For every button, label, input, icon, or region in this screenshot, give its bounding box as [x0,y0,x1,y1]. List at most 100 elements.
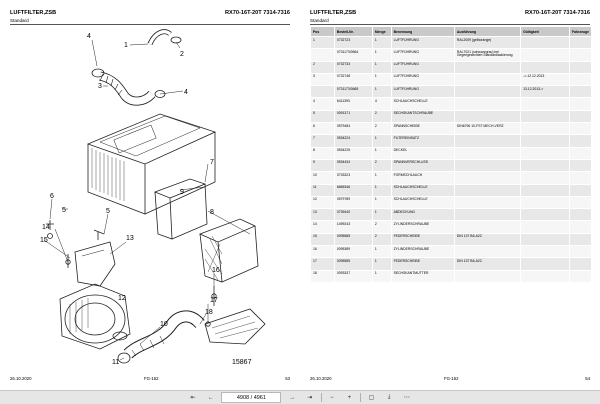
svg-text:14: 14 [42,224,50,231]
table-cell [520,60,571,74]
table-cell: 0091371 [333,109,373,124]
last-page-icon[interactable]: ⇥ [307,395,313,401]
table-cell [520,97,571,111]
table-cell: ->-12.12.2013 [520,72,571,87]
table-cell [453,97,522,111]
table-cell: 0093337 [333,269,373,283]
table-cell: ZYLINDERSCHRAUBE [390,220,455,234]
table-cell [520,269,571,283]
table-cell [453,146,522,160]
svg-text:17: 17 [210,297,218,304]
table-cell [453,220,522,234]
svg-text:8: 8 [210,209,214,216]
zoom-out-icon[interactable]: − [330,394,334,401]
table-cell: 1 [371,85,392,99]
table-cell: 4 [310,97,335,111]
svg-text:3: 3 [98,83,102,90]
table-cell [569,269,592,283]
table-cell [569,35,592,50]
table-cell: SPANNVERSCHLUSS [390,158,455,173]
svg-text:16: 16 [212,267,220,274]
table-cell: 0733323 [333,171,373,185]
table-cell: FEDERSCHEIBE [390,257,455,271]
previous-page-icon[interactable]: ← [207,394,214,401]
next-page-icon[interactable]: → [289,394,296,401]
table-cell: RAL2009 (gelborange) [453,35,522,50]
table-cell: SECHSKANTSCHRAUBE [390,109,455,124]
table-cell: 12 [310,195,335,210]
table-cell [520,245,571,259]
svg-text:9: 9 [180,189,184,196]
table-cell: 2 [371,109,392,124]
table-cell [453,85,522,99]
table-cell: 6 [310,122,335,136]
table-cell: 2 [310,60,335,74]
table-cell [453,109,522,124]
footer-date: 26.10.2020 [10,376,32,381]
svg-text:18: 18 [205,309,213,316]
table-cell [520,122,571,136]
table-cell [569,195,592,210]
table-cell: 16 [310,245,335,259]
table-cell: 8 [310,146,335,160]
page-number-input[interactable]: 4908 / 4961 [221,392,282,403]
table-cell: 1 [371,146,392,160]
table-cell [453,183,522,197]
column-header: Fahrzeuge [569,26,592,37]
table-cell: DIN 137 B6-A2C [453,232,522,247]
svg-text:2: 2 [180,51,184,58]
table-cell: 0732748 [333,72,373,87]
table-cell: 2 [371,220,392,234]
table-cell: 6411393 [333,97,373,111]
table-cell [569,122,592,136]
table-cell: SPANNSCHEIBE [390,122,455,136]
first-page-icon[interactable]: ⇤ [190,395,196,401]
table-cell: ABDECKUNG [390,208,455,222]
download-icon[interactable]: ⤓ [387,394,391,400]
svg-text:11: 11 [112,359,119,366]
table-cell: 6665346 [333,183,373,197]
table-cell: FORMSCHLAUCH [390,171,455,185]
table-cell [520,183,571,197]
table-cell [453,72,522,87]
table-cell: SECHSKANTMUTTER [390,269,455,283]
more-options-icon[interactable]: ⋯ [403,395,410,401]
table-cell: 1 [371,35,392,50]
table-cell [520,35,571,50]
table-cell: 0534225 [333,146,373,160]
table-cell [520,134,571,148]
page-navigation-bar: ⇤ ← 4908 / 4961 → ⇥ − + ▢ ⤓ ⋯ [0,390,600,404]
table-cell [569,171,592,185]
table-cell: 0095389 [333,245,373,259]
fit-page-icon[interactable]: ▢ [368,395,375,401]
table-cell: 0095585 [333,257,373,271]
table-cell [453,158,522,173]
page-subtitle: Standard [310,18,329,23]
table-cell: DIN6796 10-FST MECH-VERZ [453,122,522,136]
table-cell [569,134,592,148]
table-cell: 18 [310,269,335,283]
header-rule [10,24,290,25]
footer-page: 53 [285,376,290,381]
table-cell: 1 [371,245,392,259]
table-cell: 0731173/0664 [333,48,373,62]
table-cell [310,85,335,99]
table-cell [569,109,592,124]
table-cell [453,269,522,283]
page-subtitle: Standard [10,18,29,23]
table-cell: 1 [310,35,335,50]
table-cell: 1 [371,269,392,283]
zoom-in-icon[interactable]: + [347,394,352,401]
table-cell: 1 [371,72,392,87]
divider [320,393,322,402]
